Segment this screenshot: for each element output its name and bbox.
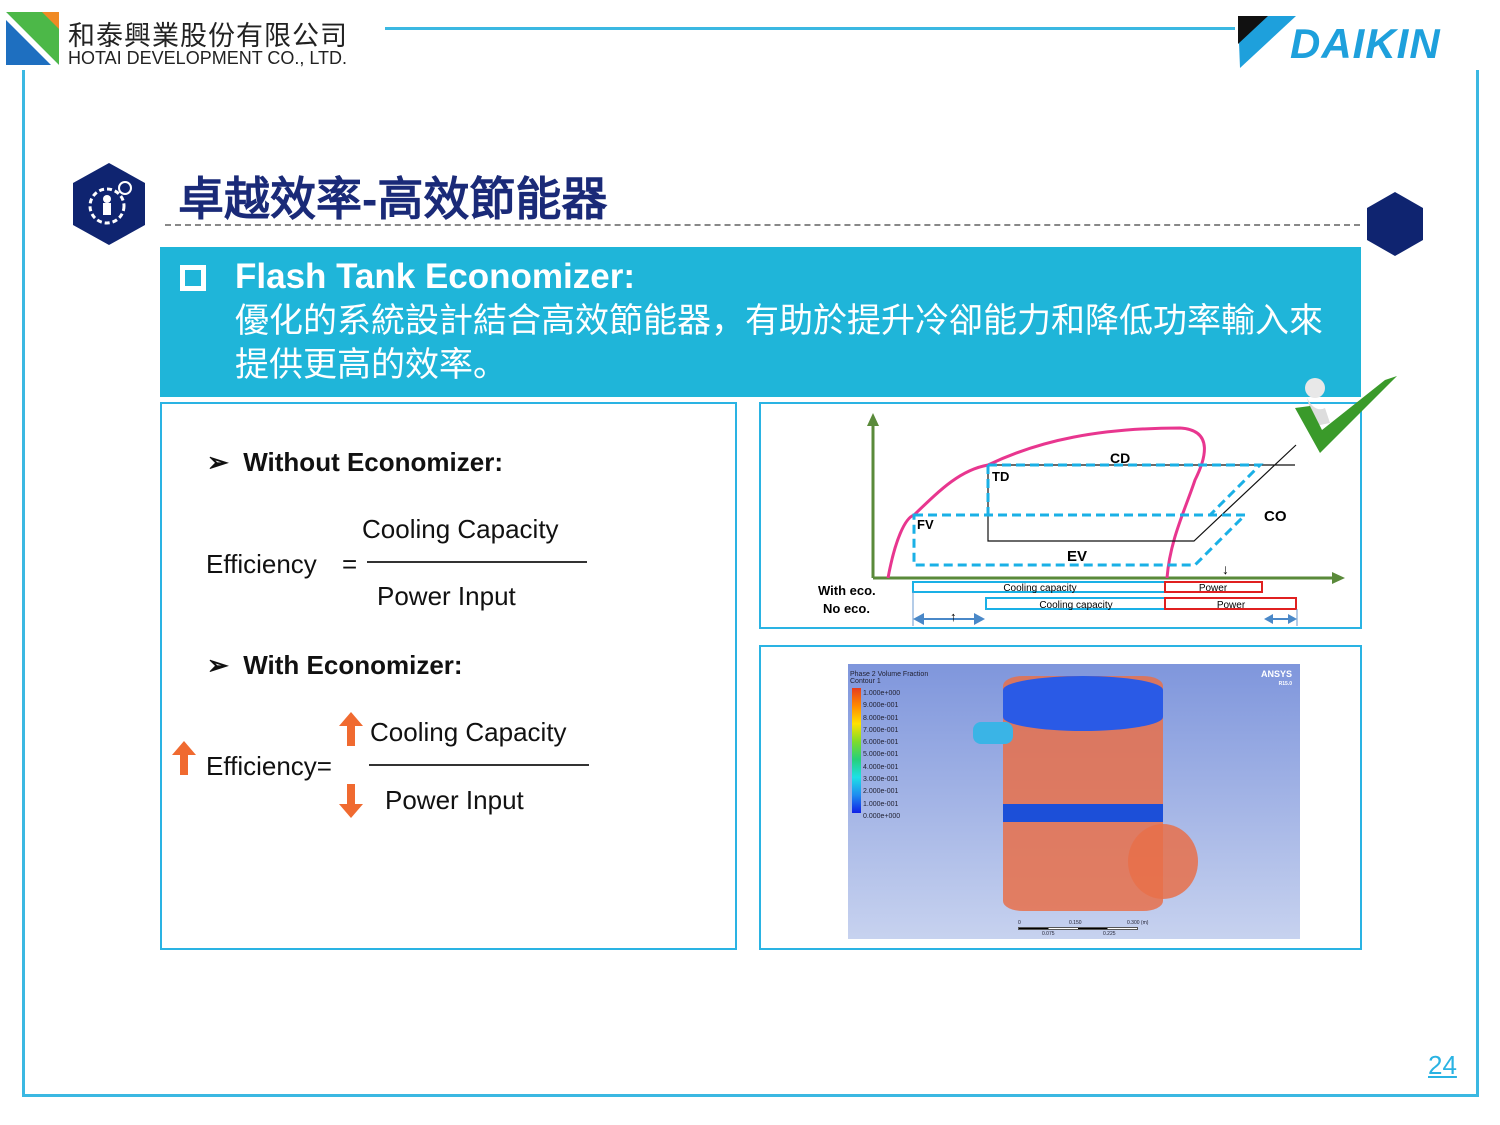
scale-label-0150: 0.150 (1069, 920, 1082, 926)
label-co: CO (1264, 508, 1287, 525)
banner-heading: Flash Tank Economizer: (235, 257, 635, 296)
ph-diagram-panel: CD TD FV CO EV ↓ With eco. No eco. Cooli… (759, 402, 1362, 629)
company-name-en: HOTAI DEVELOPMENT CO., LTD. (68, 48, 348, 68)
company-name-cn: 和泰興業股份有限公司 (68, 21, 348, 51)
scale-label-0075: 0.075 (1042, 931, 1055, 937)
hexagon-icon (1367, 192, 1423, 256)
efficiency-panel: ➢ Without Economizer: Cooling Capacity E… (160, 402, 737, 950)
down-arrow: ↓ (1222, 561, 1229, 577)
color-scale (852, 688, 861, 813)
gear-person-icon (73, 163, 145, 245)
with-eco-label: With eco. (818, 583, 876, 598)
cycle-no-eco (987, 444, 1297, 542)
without-heading: ➢ Without Economizer: (207, 447, 503, 477)
arrow-down-icon (339, 784, 363, 818)
page-number: 24 (1428, 1050, 1457, 1080)
page-title: 卓越效率-高效節能器 (178, 173, 608, 225)
checkbox-bullet-icon (180, 265, 206, 291)
saturation-dome (886, 426, 1206, 579)
label-fv: FV (917, 517, 934, 532)
cycle-with-eco (912, 463, 1264, 567)
power-with-eco: Power (1199, 583, 1228, 594)
equals-sign: = (342, 549, 358, 579)
with-heading: ➢ With Economizer: (207, 650, 463, 680)
tank-top (1003, 676, 1163, 731)
inlet-pipe (973, 722, 1013, 744)
power-no-eco: Power (1217, 600, 1246, 611)
scale-label-0225: 0.225 (1103, 931, 1116, 937)
fraction-line (367, 561, 587, 563)
ph-diagram: CD TD FV CO EV ↓ With eco. No eco. Cooli… (818, 413, 1345, 626)
scale-label-0: 0 (1018, 920, 1021, 926)
daikin-logo-icon (1238, 16, 1296, 68)
arrow-up-icon (172, 741, 196, 775)
header-rule (385, 27, 1235, 30)
tank-ring (1003, 804, 1163, 822)
efficiency-label: Efficiency= (206, 751, 332, 781)
outlet-pipe (1128, 824, 1198, 899)
denominator: Power Input (385, 785, 524, 815)
efficiency-label: Efficiency (206, 549, 317, 579)
economizer-banner: Flash Tank Economizer: 優化的系統設計結合高效節能器，有助… (160, 247, 1361, 397)
label-ev: EV (1067, 548, 1087, 565)
daikin-brand: DAIKIN (1290, 20, 1441, 67)
arrow-up-icon (339, 712, 363, 746)
numerator: Cooling Capacity (362, 514, 559, 544)
title-divider (165, 224, 1360, 226)
cooling-no-eco: Cooling capacity (1039, 600, 1112, 611)
fraction-line (369, 764, 589, 766)
up-arrow: ↑ (950, 609, 957, 624)
scale-bar (1018, 927, 1138, 930)
label-cd: CD (1110, 450, 1130, 466)
no-eco-label: No eco. (823, 601, 870, 616)
numerator: Cooling Capacity (370, 717, 567, 747)
cooling-with-eco: Cooling capacity (1003, 583, 1076, 594)
label-td: TD (992, 469, 1009, 484)
banner-body: 優化的系統設計結合高效節能器，有助於提升冷卻能力和降低功率輸入來提供更高的效率。 (235, 302, 1323, 384)
slide-frame (22, 70, 1479, 1097)
scale-label-0300: 0.300 (m) (1127, 920, 1149, 926)
hotai-logo-icon (6, 12, 59, 65)
checkmark-figure-icon (1295, 376, 1397, 453)
denominator: Power Input (377, 581, 516, 611)
